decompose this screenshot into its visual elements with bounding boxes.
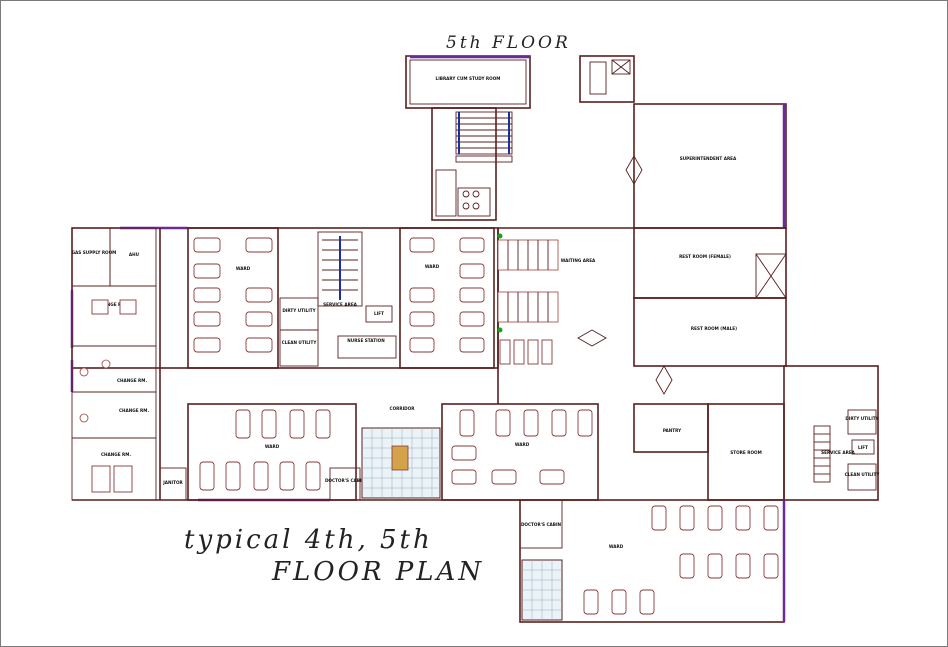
stair-top: [455, 111, 513, 163]
south-east-block: PANTRY STORE ROOM SERVICE AREA DIRTY UTI…: [519, 365, 881, 623]
room-label-service-area-1: SERVICE AREA: [323, 302, 358, 307]
room-label-clean-utility-2: CLEAN UTILITY: [845, 472, 881, 477]
room-label-rest-female: REST ROOM (FEMALE): [679, 254, 731, 259]
room-label-superintendent: SUPERINTENDENT AREA: [680, 156, 737, 161]
ward-4-beds: [451, 409, 593, 485]
room-label-waiting: WAITING AREA: [561, 258, 596, 263]
room-label-change-1: CHANGE RM.: [97, 302, 127, 307]
room-label-ward-2: WARD: [425, 264, 440, 269]
fixtures-left: [79, 299, 137, 493]
room-label-change-2: CHANGE RM.: [117, 378, 147, 383]
room-label-dirty-utility-1: DIRTY UTILITY: [282, 308, 316, 313]
room-label-ahu: AHU: [129, 252, 140, 257]
room-label-ward-3: WARD: [265, 444, 280, 449]
room-label-service-area-2: SERVICE AREA: [821, 450, 856, 455]
ward-2-beds: [409, 237, 485, 353]
room-label-change-3: CHANGE RM.: [119, 408, 149, 413]
waiting-area: WAITING AREA: [497, 227, 634, 404]
room-label-store: STORE ROOM: [730, 450, 762, 455]
east-block: SUPERINTENDENT AREA REST ROOM (FEMALE) R…: [577, 103, 787, 395]
ward-5-beds: [583, 505, 779, 615]
toilets-top: [435, 169, 491, 217]
room-label-corridor: CORRIDOR: [390, 406, 416, 411]
room-label-doctors-cabin-2: DOCTOR'S CABIN: [521, 522, 562, 527]
room-label-library: LIBRARY CUM STUDY ROOM: [436, 76, 501, 81]
swing-door-3[interactable]: [577, 329, 607, 347]
room-label-gas: GAS SUPPLY ROOM: [72, 250, 117, 255]
ward-3-beds: [199, 409, 331, 491]
room-label-clean-utility-1: CLEAN UTILITY: [282, 340, 318, 345]
waiting-chairs: [497, 239, 559, 365]
room-label-lift-1: LIFT: [374, 311, 384, 316]
stair-mid: [322, 236, 358, 300]
library-block: LIBRARY CUM STUDY ROOM: [405, 55, 635, 221]
room-label-change-4: CHANGE RM.: [101, 452, 131, 457]
plan-title-line-1: typical 4th, 5th: [184, 525, 433, 555]
column-marker-1: [497, 233, 503, 239]
room-label-ward-5: WARD: [609, 544, 624, 549]
west-block: GAS SUPPLY ROOM AHU CHANGE RM. CHANGE RM…: [70, 226, 499, 501]
stair-east: [813, 425, 831, 483]
swing-door-2[interactable]: [655, 365, 673, 395]
room-label-ward-4: WARD: [515, 442, 530, 447]
room-label-doctors-cabin-1: DOCTOR'S CABIN: [325, 478, 366, 483]
south-block: WARD JANITOR DOCTOR'S CABIN CORRID: [72, 228, 599, 502]
plan-title-line-2: FLOOR PLAN: [271, 557, 484, 587]
shaft-top: [579, 55, 635, 103]
room-label-rest-male: REST ROOM (MALE): [691, 326, 737, 331]
room-label-dirty-utility-2: DIRTY UTILITY: [845, 416, 879, 421]
ward-1-beds: [193, 237, 273, 353]
swing-door-1[interactable]: [625, 155, 643, 185]
room-label-janitor: JANITOR: [162, 480, 183, 485]
fifth-floor-title: 5th FLOOR: [446, 33, 571, 53]
room-label-pantry: PANTRY: [663, 428, 682, 433]
column-marker-2: [497, 327, 503, 333]
room-label-nurse-station: NURSE STATION: [347, 338, 385, 343]
room-label-lift-2: LIFT: [858, 445, 868, 450]
room-label-ward-1: WARD: [236, 266, 251, 271]
